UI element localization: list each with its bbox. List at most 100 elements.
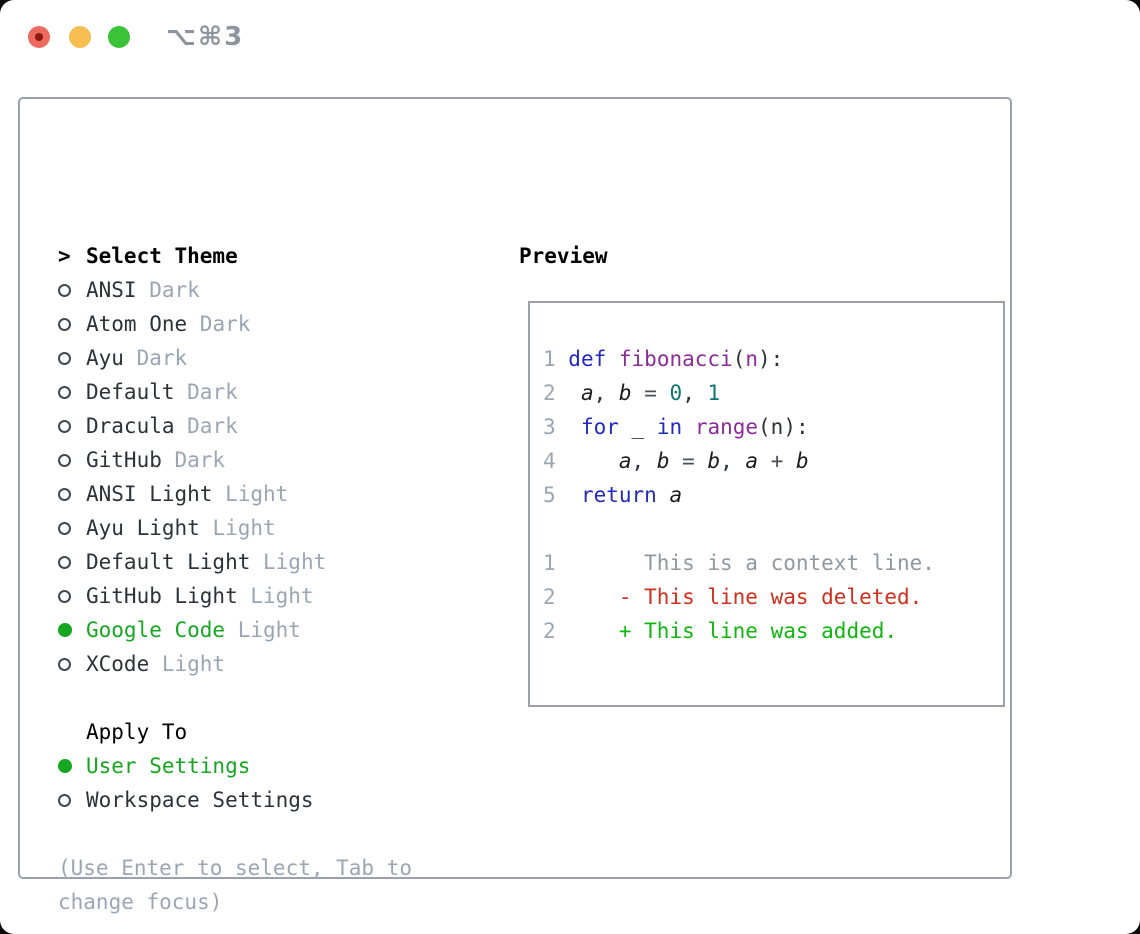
- token-num: 1: [707, 381, 721, 405]
- radio-selected-icon: [58, 623, 72, 637]
- window-title: ⌥⌘3: [166, 22, 245, 52]
- radio-unselected-icon: [58, 453, 71, 467]
- blank-code-line: [543, 308, 1003, 342]
- token-pl: [632, 381, 645, 405]
- token-pl: ,: [720, 449, 746, 473]
- close-button[interactable]: [28, 26, 50, 48]
- apply-option-user-settings[interactable]: User Settings: [58, 749, 498, 783]
- apply-to-header-label: Apply To: [86, 720, 188, 744]
- line-number: 3: [543, 415, 569, 439]
- token-pl: [783, 449, 796, 473]
- token-op: =: [682, 449, 695, 473]
- option-variant: Light: [212, 516, 276, 540]
- option-name: Ayu Light: [86, 516, 200, 540]
- code-line: 2 + This line was added.: [543, 614, 1003, 648]
- blank-code-line: [543, 512, 1003, 546]
- line-number: 2: [543, 619, 569, 643]
- radio-unselected-icon: [58, 793, 71, 807]
- radio-unselected-icon: [58, 419, 71, 433]
- token-fn: fibonacci: [618, 347, 733, 371]
- select-theme-header: >Select Theme: [58, 239, 498, 273]
- option-name: XCode: [86, 652, 150, 676]
- option-variant: Dark: [187, 414, 238, 438]
- hint-line: change focus): [58, 885, 498, 919]
- option-variant: Dark: [199, 312, 251, 336]
- hint-line-label: change focus): [58, 890, 223, 914]
- token-pl: ,: [682, 381, 708, 405]
- minimize-button[interactable]: [69, 26, 91, 48]
- token-ctx: This is a context line.: [568, 551, 935, 575]
- theme-option-dracula[interactable]: Dracula Dark: [58, 409, 498, 443]
- token-fn: range: [694, 415, 759, 439]
- token-kw: for: [580, 415, 619, 439]
- option-variant: Light: [250, 584, 314, 608]
- token-pl: [568, 585, 619, 609]
- token-var: b: [707, 449, 721, 473]
- theme-option-default-light[interactable]: Default Light Light: [58, 545, 498, 579]
- theme-option-ayu-light[interactable]: Ayu Light Light: [58, 511, 498, 545]
- token-var: a: [745, 449, 759, 473]
- theme-option-default[interactable]: Default Dark: [58, 375, 498, 409]
- apply-option-workspace-settings[interactable]: Workspace Settings: [58, 783, 498, 817]
- option-variant: Light: [225, 482, 289, 506]
- option-name: Atom One: [86, 312, 188, 336]
- token-pl: [657, 483, 670, 507]
- radio-unselected-icon: [58, 351, 71, 365]
- hint-line: (Use Enter to select, Tab to: [58, 851, 498, 885]
- spacer-row: [58, 681, 498, 715]
- line-number: 2: [543, 585, 569, 609]
- line-number: 1: [543, 347, 569, 371]
- token-var: a: [580, 381, 594, 405]
- token-fn: n: [745, 347, 758, 371]
- token-pl: [669, 449, 682, 473]
- option-variant: Dark: [187, 380, 238, 404]
- token-pl: [758, 449, 771, 473]
- token-pl: [568, 381, 581, 405]
- token-var: b: [656, 449, 670, 473]
- line-number: 2: [543, 381, 569, 405]
- radio-unselected-icon: [58, 555, 71, 569]
- token-pl: [695, 449, 708, 473]
- option-variant: Light: [263, 550, 327, 574]
- option-name: GitHub Light: [86, 584, 238, 608]
- code-line: 4 a, b = b, a + b: [543, 444, 1003, 478]
- token-pl: ,: [631, 449, 657, 473]
- token-var: a: [618, 449, 632, 473]
- apply-to-header: Apply To: [58, 715, 498, 749]
- token-pl: [657, 381, 670, 405]
- theme-option-google-code[interactable]: Google Code Light: [58, 613, 498, 647]
- token-pl: [568, 619, 619, 643]
- option-variant: Dark: [136, 346, 188, 370]
- code-line: 2 - This line was deleted.: [543, 580, 1003, 614]
- line-number: 5: [543, 483, 569, 507]
- option-name: Dracula: [86, 414, 175, 438]
- code-line: 1 This is a context line.: [543, 546, 1003, 580]
- theme-option-github-light[interactable]: GitHub Light Light: [58, 579, 498, 613]
- token-add: + This line was added.: [618, 619, 898, 643]
- line-number: 4: [543, 449, 569, 473]
- token-kw: def: [568, 347, 607, 371]
- token-var: b: [796, 449, 809, 473]
- token-pl: [606, 347, 619, 371]
- option-name: GitHub: [86, 448, 162, 472]
- token-op: +: [770, 449, 784, 473]
- option-variant: Light: [237, 618, 301, 642]
- radio-unselected-icon: [58, 657, 71, 671]
- zoom-button[interactable]: [108, 26, 130, 48]
- option-name: Default: [86, 380, 175, 404]
- theme-option-atom-one[interactable]: Atom One Dark: [58, 307, 498, 341]
- token-kw: return: [580, 483, 657, 507]
- option-name: Google Code: [86, 618, 226, 642]
- token-num: 0: [669, 381, 683, 405]
- option-name: Default Light: [86, 550, 251, 574]
- titlebar: ⌥⌘3: [0, 0, 1140, 75]
- token-op: =: [644, 381, 657, 405]
